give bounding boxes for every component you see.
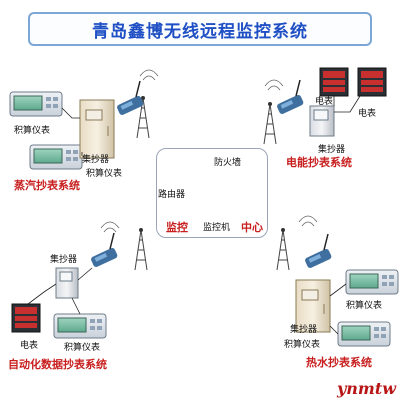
- integrator-label: 积算仪表: [346, 301, 383, 311]
- integrator-instrument-icon: [53, 313, 107, 339]
- gprs-modem-icon: [89, 232, 120, 269]
- integrator-label: 积算仪表: [284, 340, 321, 350]
- antenna-tower-icon: [263, 101, 277, 145]
- power-system-title: 电能抄表系统: [286, 156, 352, 169]
- gprs-modem-icon: [275, 79, 306, 116]
- collector-label: 集抄器: [50, 255, 78, 265]
- meter-label: 电表: [315, 97, 334, 107]
- center-label: 中心: [241, 221, 263, 234]
- electric-meter-icon: [11, 303, 41, 333]
- firewall-label: 防火墙: [214, 158, 242, 168]
- integrator-label: 积算仪表: [14, 126, 51, 136]
- antenna-tower-icon: [276, 227, 290, 271]
- router-label: 路由器: [158, 190, 186, 200]
- heat-links: [329, 283, 347, 335]
- wireless-signal-icon: [100, 69, 318, 233]
- title-box: 青岛鑫博无线远程监控系统: [28, 12, 372, 46]
- monitor-pc-label: 监控机: [203, 223, 231, 233]
- collector-label: 集抄器: [82, 155, 110, 165]
- collector-cabinet-icon: [55, 267, 79, 299]
- electric-meter-icon: [319, 67, 349, 97]
- gprs-modem-icon: [303, 233, 334, 270]
- auto-system-title: 自动化数据抄表系统: [8, 358, 107, 371]
- heat-system-title: 热水抄表系统: [306, 356, 372, 369]
- antenna-tower-icon: [134, 227, 148, 271]
- meter-label: 电表: [358, 109, 377, 119]
- collector-label: 集抄器: [318, 145, 346, 155]
- collector-cabinet-icon: [295, 279, 331, 333]
- collector-label: 集抄器: [290, 325, 318, 335]
- monitoring-center-box: [156, 148, 268, 238]
- power-links: [333, 95, 361, 113]
- steam-links: [61, 107, 83, 156]
- collector-cabinet-icon: [309, 105, 335, 137]
- integrator-instrument-icon: [345, 269, 399, 295]
- integrator-label: 积算仪表: [64, 343, 101, 353]
- collector-cabinet-icon: [79, 99, 115, 159]
- integrator-label: 积算仪表: [86, 169, 123, 179]
- monitoring-label: 监控: [166, 221, 188, 234]
- diagram-title: 青岛鑫博无线远程监控系统: [92, 21, 308, 42]
- integrator-instrument-icon: [337, 321, 391, 347]
- meter-label: 电表: [20, 341, 39, 351]
- auto-links: [27, 267, 93, 315]
- integrator-instrument-icon: [29, 144, 83, 170]
- watermark: ynmtw: [336, 379, 396, 398]
- integrator-instrument-icon: [9, 91, 63, 117]
- steam-system-title: 蒸汽抄表系统: [14, 179, 80, 192]
- electric-meter-icon: [357, 67, 387, 97]
- gprs-modem-icon: [115, 80, 146, 117]
